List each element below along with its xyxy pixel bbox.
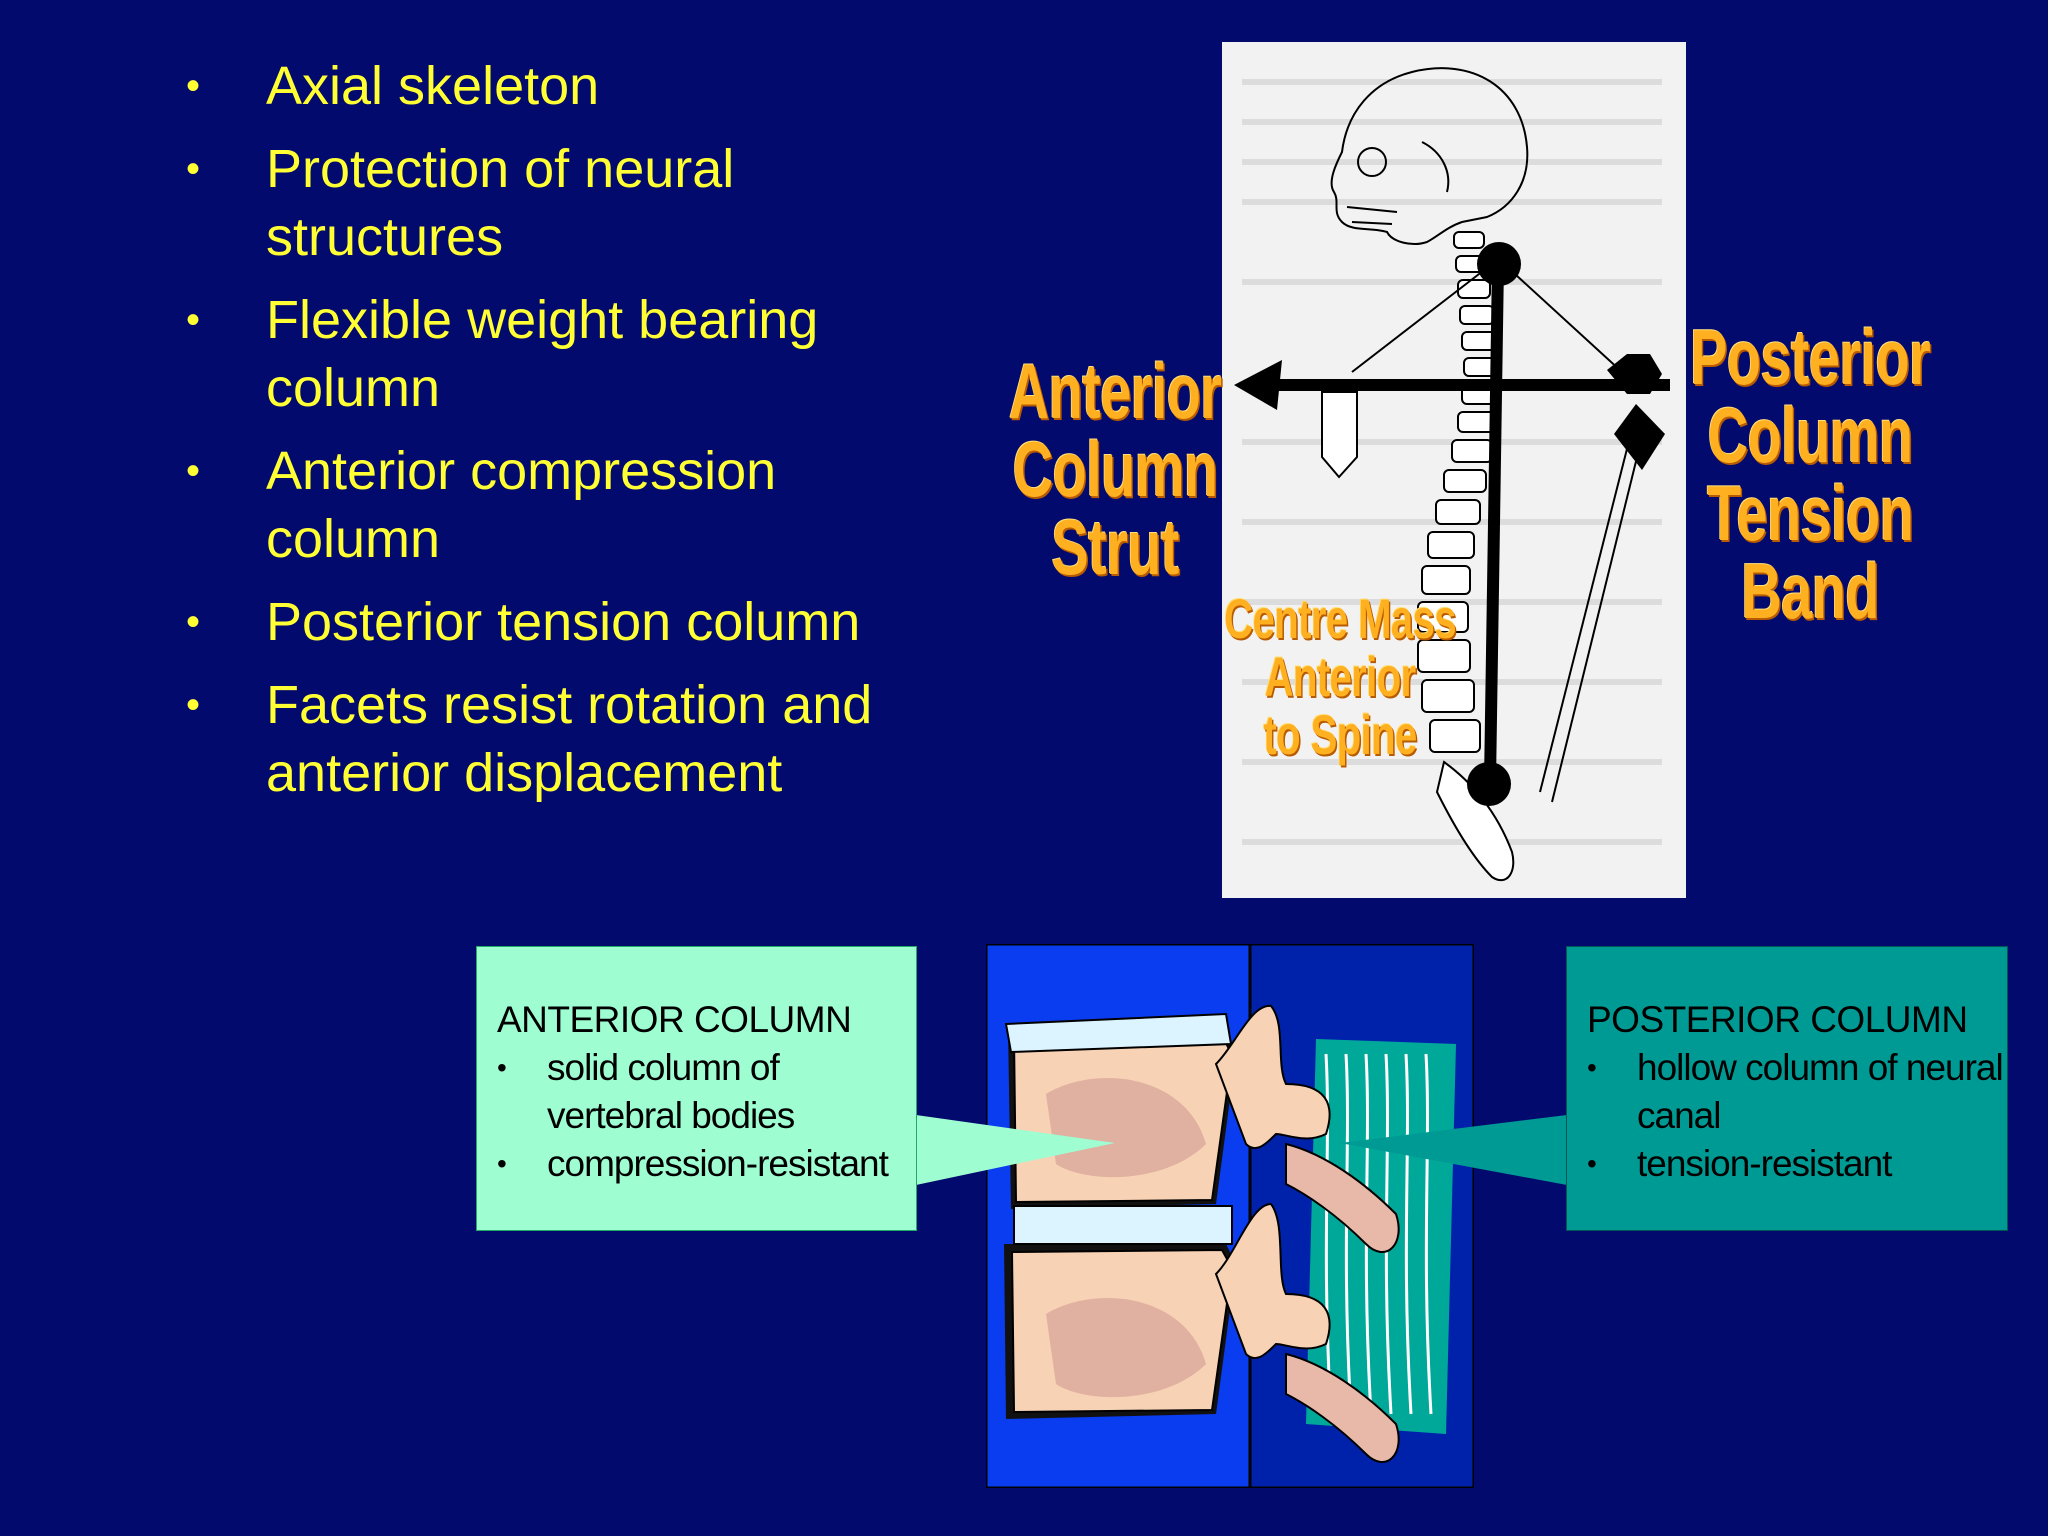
skull — [1330, 67, 1529, 245]
bottom-joint-dot — [1467, 762, 1511, 806]
bullet-item: • Posterior tension column — [186, 588, 886, 656]
bullet-item: • Anterior compression column — [186, 437, 886, 573]
bullet-item: • Protection of neural structures — [186, 135, 886, 271]
anterior-column-strut-label: Anterior Column Strut — [996, 352, 1234, 586]
skeleton-diagram — [1222, 42, 1686, 898]
centre-mass-label: Centre Mass Anterior to Spine — [1210, 590, 1469, 764]
bullet-item: • Axial skeleton — [186, 52, 886, 120]
vertical-load-bar — [1484, 263, 1504, 783]
posterior-column-list: • hollow column of neural canal • tension-… — [1587, 1044, 2007, 1188]
bullet-text: Flexible weight bearing column — [266, 290, 819, 418]
bullet-text: Posterior tension column — [266, 592, 861, 652]
label-line: to Spine — [1263, 703, 1417, 766]
list-item-text: compression-resistant — [547, 1143, 889, 1184]
bullet-dot: • — [186, 64, 201, 108]
list-item: • solid column of vertebral bodies — [497, 1044, 916, 1140]
bullet-item: • Facets resist rotation and anterior dis… — [186, 671, 886, 807]
bullet-dot: • — [497, 1052, 507, 1083]
posterior-column-tension-band-label: Posterior Column Tension Band — [1688, 318, 1933, 630]
posterior-column-box: POSTERIOR COLUMN • hollow column of neura… — [1566, 946, 2008, 1231]
bullet-text: Protection of neural structures — [266, 139, 735, 267]
posterior-column-title: POSTERIOR COLUMN — [1587, 999, 1968, 1040]
anterior-column-box: ANTERIOR COLUMN • solid column of vertebr… — [476, 946, 917, 1231]
lower-vertebra — [1004, 1202, 1400, 1464]
label-line: Tension — [1706, 469, 1914, 557]
vertebra-diagram — [986, 944, 1474, 1488]
bullet-dot: • — [1587, 1148, 1597, 1179]
label-line: Anterior — [1264, 645, 1416, 708]
anterior-callout-pointer — [916, 1115, 1115, 1185]
bullet-dot: • — [497, 1148, 507, 1179]
bullet-list: • Axial skeleton • Protection of neural st… — [186, 52, 886, 822]
label-line: Anterior — [1008, 347, 1222, 435]
label-line: Posterior — [1689, 313, 1931, 401]
label-line: Strut — [1051, 503, 1179, 591]
bullet-dot: • — [186, 298, 201, 342]
bullet-dot: • — [186, 449, 201, 493]
bullet-dot: • — [1587, 1052, 1597, 1083]
bullet-dot: • — [186, 600, 201, 644]
lever-arrow-head — [1234, 360, 1282, 410]
posterior-weight — [1607, 354, 1662, 394]
bullet-text: Facets resist rotation and anterior disp… — [266, 675, 873, 803]
upper-vertebra — [1004, 1004, 1400, 1254]
label-line: Column — [1707, 391, 1913, 479]
bullet-dot: • — [186, 147, 201, 191]
list-item-text: hollow column of neural canal — [1637, 1047, 2004, 1136]
top-joint-dot — [1477, 242, 1521, 286]
list-item-text: tension-resistant — [1637, 1143, 1892, 1184]
bullet-dot: • — [186, 683, 201, 727]
list-item: • tension-resistant — [1587, 1140, 2007, 1188]
anterior-column-title: ANTERIOR COLUMN — [497, 999, 852, 1040]
anterior-column-list: • solid column of vertebral bodies • compr… — [497, 1044, 916, 1188]
list-item-text: solid column of vertebral bodies — [547, 1047, 795, 1136]
label-line: Centre Mass — [1224, 587, 1457, 650]
bullet-text: Anterior compression column — [266, 441, 777, 569]
label-line: Band — [1741, 547, 1879, 635]
tension-diamond — [1614, 404, 1665, 470]
label-line: Column — [1012, 425, 1218, 513]
hanging-weight — [1321, 391, 1358, 479]
list-item: • hollow column of neural canal — [1587, 1044, 2007, 1140]
bullet-item: • Flexible weight bearing column — [186, 286, 886, 422]
list-item: • compression-resistant — [497, 1140, 916, 1188]
vertebral-column — [1417, 231, 1499, 753]
force-lines — [1351, 263, 1643, 803]
bullet-text: Axial skeleton — [266, 56, 600, 116]
posterior-callout-pointer — [1340, 1115, 1567, 1185]
